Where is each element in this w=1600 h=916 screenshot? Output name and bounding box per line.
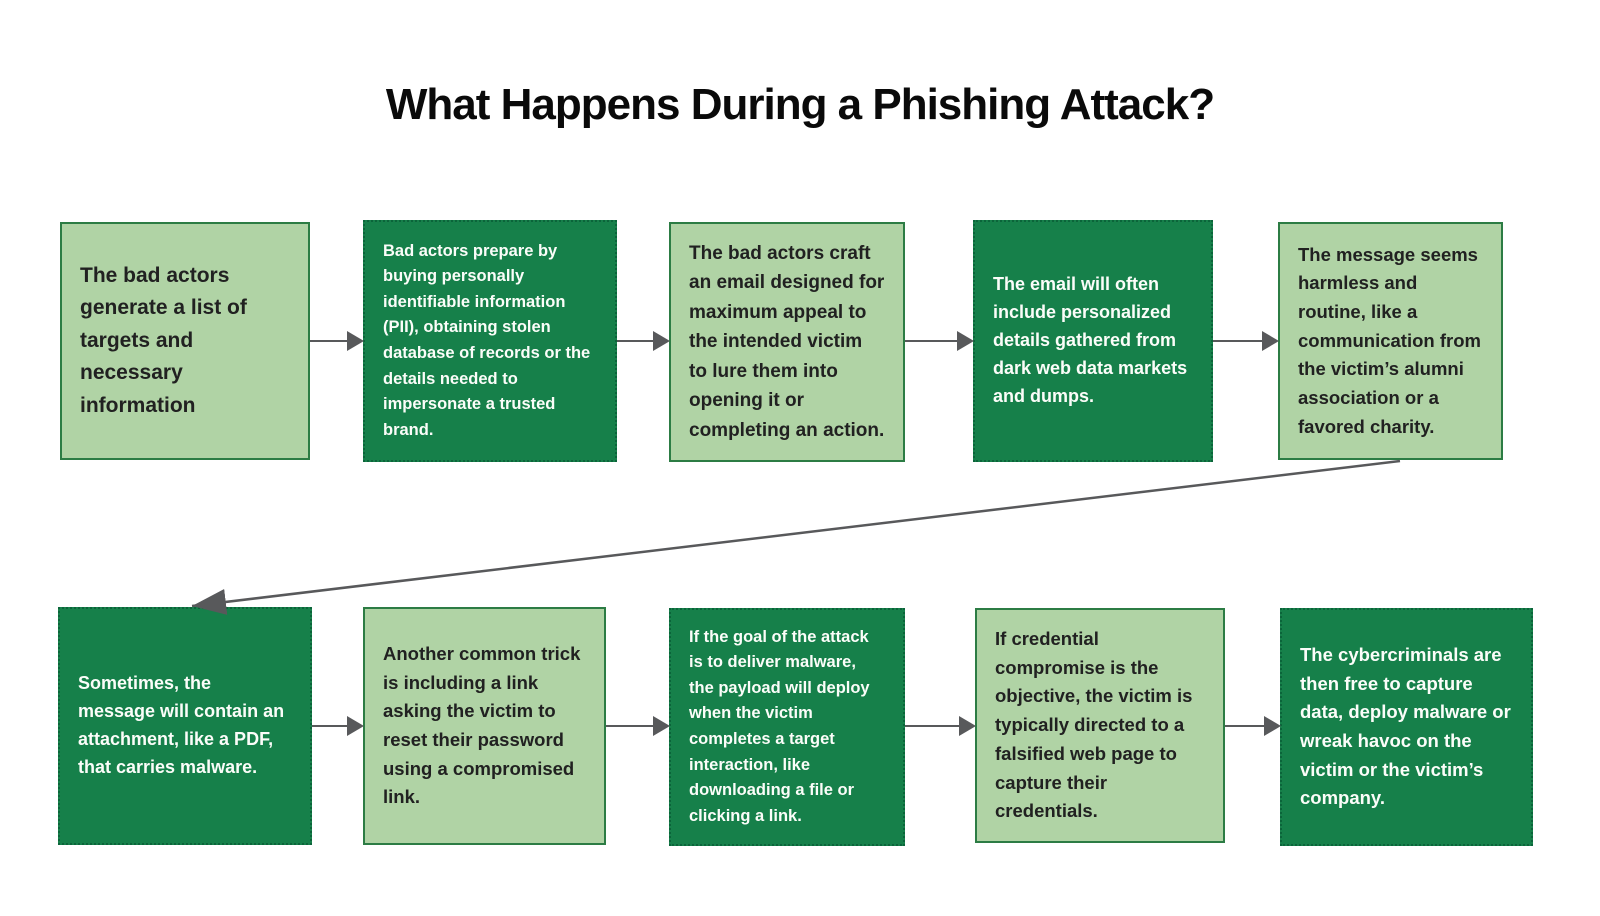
step-text-3: The bad actors craft an email designed f… [689, 242, 885, 441]
flow-arrow-4-5-icon [1213, 331, 1279, 351]
step-box-7: Another common trick is including a link… [363, 607, 606, 845]
step-box-2: Bad actors prepare by buying personally … [363, 220, 617, 462]
step-box-4: The email will often include personalize… [973, 220, 1213, 462]
page-title: What Happens During a Phishing Attack? [385, 80, 1215, 130]
step-text-1: The bad actors generate a list of target… [80, 263, 247, 417]
step-box-1: The bad actors generate a list of target… [60, 222, 310, 460]
step-text-2: Bad actors prepare by buying personally … [383, 241, 591, 439]
step-text-6: Sometimes, the message will contain an a… [78, 673, 285, 777]
flow-arrow-7-8-icon [606, 716, 670, 736]
step-text-9: If credential compromise is the objectiv… [995, 628, 1193, 822]
step-box-8: If the goal of the attack is to deliver … [669, 608, 905, 846]
flow-arrow-3-4-icon [905, 331, 974, 351]
flow-arrow-6-7-icon [312, 716, 364, 736]
step-box-9: If credential compromise is the objectiv… [975, 608, 1225, 843]
step-box-3: The bad actors craft an email designed f… [669, 222, 905, 462]
step-box-10: The cybercriminals are then free to capt… [1280, 608, 1533, 846]
step-box-6: Sometimes, the message will contain an a… [58, 607, 312, 845]
step-text-8: If the goal of the attack is to deliver … [689, 627, 870, 825]
flow-arrow-8-9-icon [905, 716, 976, 736]
step-text-7: Another common trick is including a link… [383, 642, 581, 808]
flow-arrow-1-2-icon [310, 331, 364, 351]
step-text-4: The email will often include personalize… [993, 274, 1188, 406]
step-box-5: The message seems harmless and routine, … [1278, 222, 1503, 460]
step-text-5: The message seems harmless and routine, … [1298, 243, 1481, 437]
flow-arrow-9-10-icon [1225, 716, 1281, 736]
flow-arrow-2-3-icon [617, 331, 670, 351]
step-text-10: The cybercriminals are then free to capt… [1300, 643, 1511, 809]
